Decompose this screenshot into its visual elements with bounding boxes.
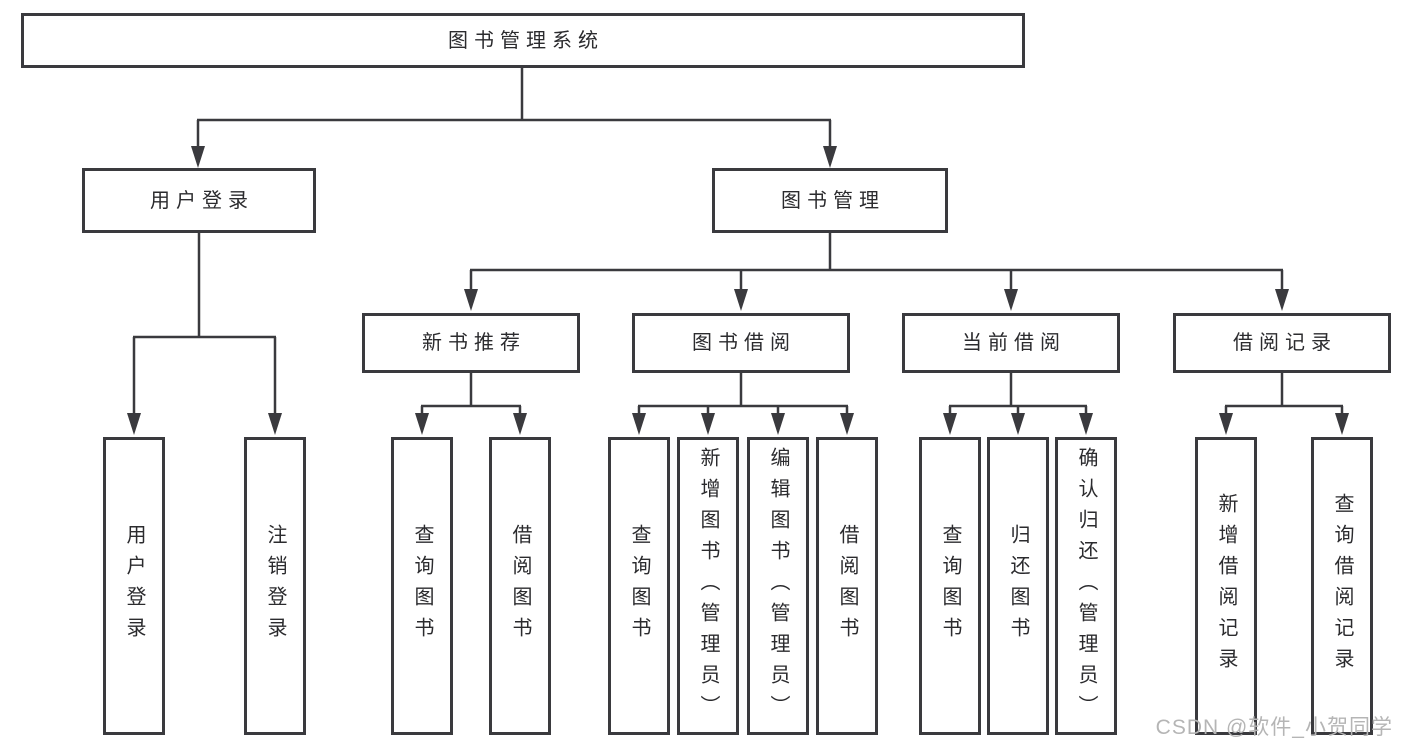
node-leaf-user-login: 用户登录 [103, 437, 165, 735]
node-leaf-borrow-books: 借阅图书 [816, 437, 878, 735]
node-leaf-query-books-current: 查询图书 [919, 437, 981, 735]
node-leaf-add-books-admin: 新增图书（管理员） [677, 437, 739, 735]
node-leaf-add-borrow-record: 新增借阅记录 [1195, 437, 1257, 735]
node-leaf-query-borrow-record: 查询借阅记录 [1311, 437, 1373, 735]
node-borrow-records: 借阅记录 [1173, 313, 1391, 373]
node-leaf-logout: 注销登录 [244, 437, 306, 735]
node-user-login: 用户登录 [82, 168, 316, 233]
node-book-borrow: 图书借阅 [632, 313, 850, 373]
node-leaf-borrow-books-recommend: 借阅图书 [489, 437, 551, 735]
node-new-book-recommend: 新书推荐 [362, 313, 580, 373]
node-system-root: 图书管理系统 [21, 13, 1025, 68]
csdn-watermark: CSDN @软件_小贺同学 [1155, 716, 1393, 739]
node-book-management: 图书管理 [712, 168, 948, 233]
node-leaf-query-books-borrow: 查询图书 [608, 437, 670, 735]
node-leaf-edit-books-admin: 编辑图书（管理员） [747, 437, 809, 735]
node-leaf-return-books: 归还图书 [987, 437, 1049, 735]
node-current-borrow: 当前借阅 [902, 313, 1120, 373]
node-leaf-query-books-recommend: 查询图书 [391, 437, 453, 735]
node-leaf-confirm-return-admin: 确认归还（管理员） [1055, 437, 1117, 735]
